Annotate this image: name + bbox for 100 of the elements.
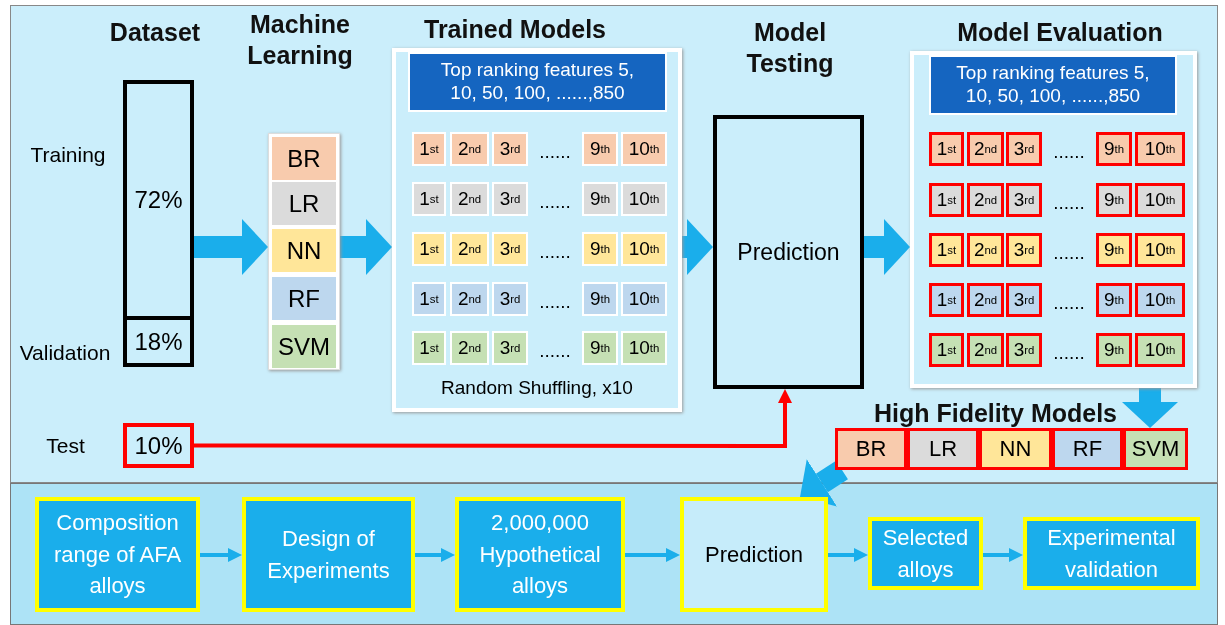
- rank-cell: 3$^{rd}$: [1006, 333, 1042, 367]
- caption-text: Random Shuffling, x10: [440, 376, 634, 400]
- rank-cell: 1$^{st}$: [929, 132, 964, 166]
- block-arrow: [800, 459, 848, 507]
- arrow: [194, 389, 792, 448]
- model-cell: RF: [272, 277, 336, 320]
- rank-cell: 9$^{th}$: [1096, 183, 1132, 217]
- rank-cell: 10$^{th}$: [621, 182, 667, 216]
- rank-cell: 2$^{nd}$: [450, 282, 489, 316]
- rank-cell: 3$^{rd}$: [492, 132, 528, 166]
- block-arrow: [340, 219, 392, 275]
- block-arrow: [194, 219, 268, 275]
- rank-cell: 2$^{nd}$: [967, 333, 1004, 367]
- rank-cell: 2$^{nd}$: [450, 232, 489, 266]
- rank-cell: 10$^{th}$: [621, 232, 667, 266]
- ellipsis-text: ......: [1052, 140, 1086, 164]
- column-heading: Trained Models: [423, 14, 607, 46]
- rank-cell: 3$^{rd}$: [492, 282, 528, 316]
- rank-cell: 1$^{st}$: [412, 282, 446, 316]
- rank-cell: 2$^{nd}$: [967, 132, 1004, 166]
- test-split-box: 10%: [123, 423, 194, 468]
- model-cell: NN: [979, 428, 1052, 470]
- process-box: Design of Experiments: [242, 497, 415, 612]
- features-banner: Top ranking features 5, 10, 50, 100, ......,850: [408, 52, 667, 112]
- ellipsis-text: ......: [538, 240, 572, 264]
- rank-cell: 9$^{th}$: [582, 232, 618, 266]
- rank-cell: 2$^{nd}$: [967, 283, 1004, 317]
- model-cell: NN: [272, 229, 336, 272]
- row-label: Test: [45, 433, 86, 459]
- features-banner: Top ranking features 5, 10, 50, 100, ......,850: [929, 55, 1177, 115]
- ellipsis-text: ......: [1052, 241, 1086, 265]
- rank-cell: 1$^{st}$: [929, 233, 964, 267]
- column-heading: Model Testing: [745, 16, 835, 79]
- process-box: Prediction: [680, 497, 828, 612]
- column-heading: Model Evaluation: [956, 17, 1164, 49]
- rank-cell: 1$^{st}$: [929, 283, 964, 317]
- rank-cell: 2$^{nd}$: [450, 331, 489, 365]
- process-box: Selected alloys: [868, 517, 983, 590]
- ellipsis-text: ......: [1052, 291, 1086, 315]
- rank-cell: 2$^{nd}$: [450, 182, 489, 216]
- rank-cell: 2$^{nd}$: [450, 132, 489, 166]
- process-box: 2,000,000 Hypothetical alloys: [455, 497, 625, 612]
- rank-cell: 1$^{st}$: [412, 232, 446, 266]
- ellipsis-text: ......: [538, 140, 572, 164]
- rank-cell: 1$^{st}$: [412, 331, 446, 365]
- model-cell: RF: [1052, 428, 1123, 470]
- rank-cell: 10$^{th}$: [1135, 333, 1185, 367]
- model-cell: BR: [272, 137, 336, 180]
- model-cell: BR: [835, 428, 907, 470]
- rank-cell: 10$^{th}$: [621, 331, 667, 365]
- column-heading: Dataset: [108, 17, 202, 49]
- rank-cell: 9$^{th}$: [1096, 233, 1132, 267]
- rank-cell: 10$^{th}$: [621, 282, 667, 316]
- model-cell: LR: [272, 182, 336, 225]
- ellipsis-text: ......: [1052, 341, 1086, 365]
- rank-cell: 1$^{st}$: [412, 132, 446, 166]
- rank-cell: 3$^{rd}$: [1006, 132, 1042, 166]
- rank-cell: 1$^{st}$: [929, 333, 964, 367]
- rank-cell: 1$^{st}$: [929, 183, 964, 217]
- rank-cell: 9$^{th}$: [582, 282, 618, 316]
- model-cell: SVM: [1123, 428, 1188, 470]
- rank-cell: 9$^{th}$: [1096, 132, 1132, 166]
- rank-cell: 3$^{rd}$: [1006, 233, 1042, 267]
- arrow: [415, 548, 455, 562]
- model-cell: LR: [907, 428, 979, 470]
- ellipsis-text: ......: [538, 190, 572, 214]
- rank-cell: 2$^{nd}$: [967, 183, 1004, 217]
- block-arrow: [682, 219, 713, 275]
- rank-cell: 10$^{th}$: [1135, 183, 1185, 217]
- rank-cell: 9$^{th}$: [1096, 333, 1132, 367]
- ellipsis-text: ......: [538, 339, 572, 363]
- model-cell: SVM: [272, 325, 336, 368]
- rank-cell: 3$^{rd}$: [492, 331, 528, 365]
- arrow: [828, 548, 868, 562]
- rank-cell: 2$^{nd}$: [967, 233, 1004, 267]
- row-label: Training: [29, 142, 107, 168]
- row-label: Validation: [18, 340, 112, 366]
- arrow: [625, 548, 680, 562]
- rank-cell: 1$^{st}$: [412, 182, 446, 216]
- prediction-box: Prediction: [713, 115, 864, 389]
- column-heading: Machine Learning: [246, 8, 354, 71]
- rank-cell: 3$^{rd}$: [492, 182, 528, 216]
- rank-cell: 10$^{th}$: [1135, 233, 1185, 267]
- process-box: Experimental validation: [1023, 517, 1200, 590]
- arrow: [200, 548, 242, 562]
- rank-cell: 3$^{rd}$: [1006, 283, 1042, 317]
- rank-cell: 3$^{rd}$: [492, 232, 528, 266]
- rank-cell: 9$^{th}$: [1096, 283, 1132, 317]
- block-arrow: [1122, 388, 1178, 428]
- arrow: [983, 548, 1023, 562]
- rank-cell: 10$^{th}$: [621, 132, 667, 166]
- rank-cell: 10$^{th}$: [1135, 283, 1185, 317]
- rank-cell: 9$^{th}$: [582, 182, 618, 216]
- rank-cell: 9$^{th}$: [582, 132, 618, 166]
- rank-cell: 9$^{th}$: [582, 331, 618, 365]
- rank-cell: 10$^{th}$: [1135, 132, 1185, 166]
- ellipsis-text: ......: [538, 290, 572, 314]
- section-heading: High Fidelity Models: [872, 398, 1119, 430]
- block-arrow: [864, 219, 910, 275]
- ellipsis-text: ......: [1052, 191, 1086, 215]
